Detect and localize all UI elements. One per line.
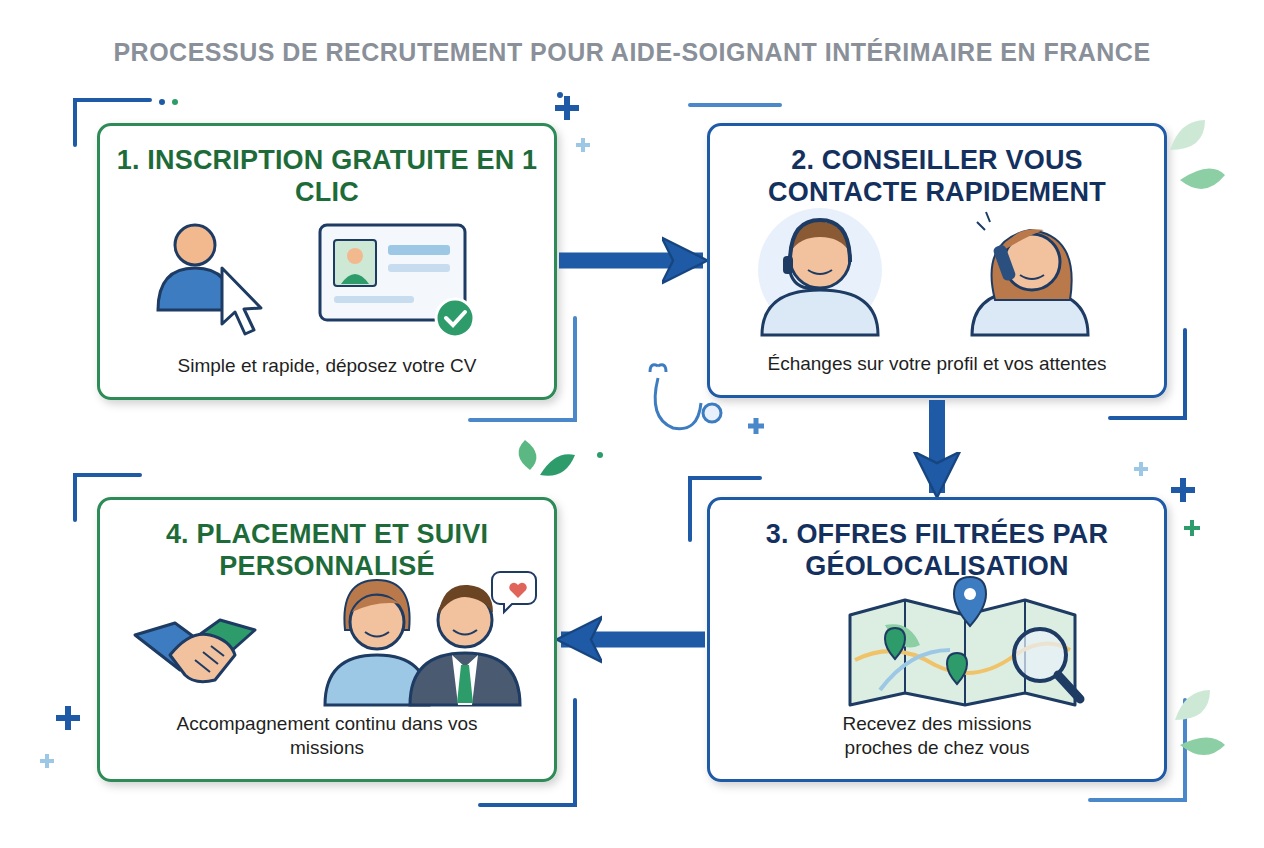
step-description: Accompagnement continu dans vos missions bbox=[172, 712, 482, 761]
manager-figure bbox=[410, 572, 536, 705]
advisor-phone bbox=[972, 212, 1088, 335]
process-box: 2. CONSEILLER VOUS CONTACTE RAPIDEMENT Éc… bbox=[707, 123, 1167, 398]
box-ground bbox=[97, 497, 557, 782]
step-description: Échanges sur votre profil et vos attente… bbox=[767, 352, 1106, 377]
process-box: 1. INSCRIPTION GRATUITE EN 1 CLIC Simple … bbox=[97, 123, 557, 400]
plus-sign bbox=[40, 96, 1200, 768]
process-box: 4. PLACEMENT ET SUIVI PERSONNALISÉ Accomp… bbox=[97, 497, 557, 782]
flow-arrow bbox=[929, 400, 945, 493]
flow-arrow bbox=[561, 632, 705, 648]
box-ground bbox=[97, 123, 557, 400]
leaf bbox=[519, 120, 1225, 755]
step-description: Simple et rapide, déposez votre CV bbox=[178, 354, 477, 379]
corner-bracket bbox=[75, 100, 1185, 805]
user-icon bbox=[158, 225, 261, 334]
flow-arrow bbox=[559, 253, 703, 269]
step-description: Recevez des missions proches de chez vou… bbox=[807, 712, 1067, 761]
step-heading: 1. INSCRIPTION GRATUITE EN 1 CLIC bbox=[116, 144, 538, 209]
stethoscope bbox=[650, 365, 721, 429]
map-illustration bbox=[850, 577, 1080, 705]
diagram-title: PROCESSUS DE RECRUTEMENT POUR AIDE-SOIGN… bbox=[0, 38, 1264, 67]
handshake bbox=[135, 620, 255, 682]
step-heading: 3. OFFRES FILTRÉES PAR GÉOLOCALISATION bbox=[726, 518, 1148, 583]
process-box: 3. OFFRES FILTRÉES PAR GÉOLOCALISATION Re… bbox=[707, 497, 1167, 782]
advisor-headset bbox=[758, 208, 882, 335]
step-heading: 4. PLACEMENT ET SUIVI PERSONNALISÉ bbox=[116, 518, 538, 583]
box-ground bbox=[707, 497, 1167, 782]
step-heading: 2. CONSEILLER VOUS CONTACTE RAPIDEMENT bbox=[726, 144, 1148, 209]
box-ground bbox=[707, 123, 1167, 398]
id-card bbox=[320, 225, 474, 337]
